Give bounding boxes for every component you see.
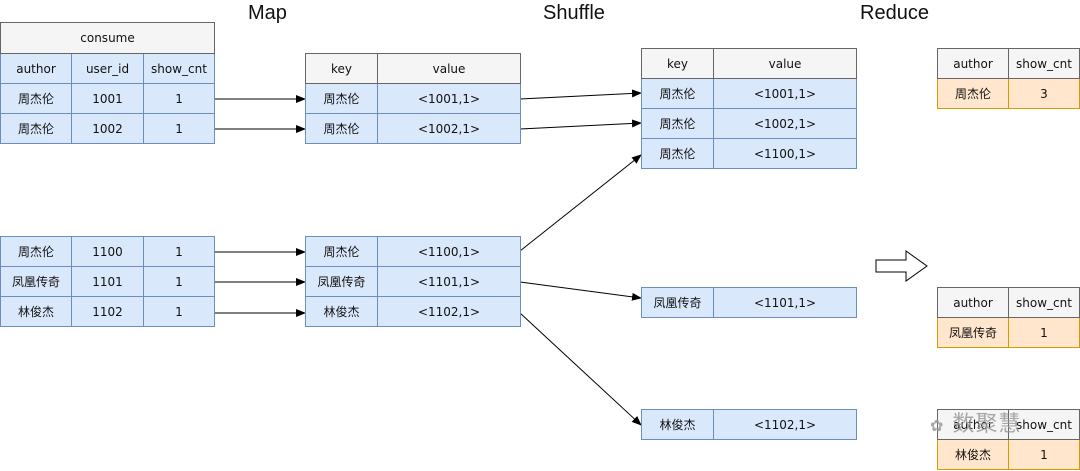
watermark-text: 数聚慧 (952, 412, 1022, 437)
cell: 1 (142, 113, 216, 144)
column-header: key (305, 53, 378, 84)
cell: 1 (1008, 317, 1080, 348)
shuffle-table-top: key value 周杰伦 <1001,1> 周杰伦 <1002,1> 周杰伦 … (641, 48, 857, 169)
cell: <1101,1> (713, 287, 857, 318)
cell: 周杰伦 (641, 138, 714, 169)
cell: 1100 (71, 236, 144, 267)
cell: 凤凰传奇 (305, 266, 378, 297)
cell: <1100,1> (377, 236, 521, 267)
cell: 1 (143, 266, 215, 297)
reduce-table-2: author show_cnt 凤凰传奇 1 (937, 287, 1080, 348)
column-header: value (713, 48, 857, 79)
table-row: 周杰伦 <1001,1> (305, 83, 521, 114)
cell: 3 (1008, 78, 1080, 109)
consume-table-bottom: 周杰伦 1100 1 凤凰传奇 1101 1 林俊杰 1102 1 (0, 236, 215, 327)
cell: 周杰伦 (305, 236, 378, 267)
arrow-map-shuffle-1 (519, 89, 642, 100)
reduce-table-3: author show_cnt 林俊杰 1 (937, 409, 1080, 470)
cell: 1002 (71, 113, 144, 144)
column-header: show_cnt (1008, 48, 1080, 79)
table-row: 周杰伦 1001 1 (0, 83, 216, 114)
wechat-icon: ✿ (930, 416, 945, 435)
table-row: 周杰伦 <1002,1> (305, 113, 521, 144)
cell: 1 (143, 236, 215, 267)
arrow-map-shuffle-5 (519, 312, 642, 426)
cell: <1102,1> (377, 296, 521, 327)
cell: 周杰伦 (937, 78, 1009, 109)
cell: 凤凰传奇 (0, 266, 72, 297)
cell: <1100,1> (713, 138, 857, 169)
cell: <1002,1> (377, 113, 521, 144)
column-header: key (641, 48, 714, 79)
cell: 林俊杰 (641, 409, 714, 440)
reduce-table-1: author show_cnt 周杰伦 3 (937, 48, 1080, 109)
cell: 1001 (71, 83, 144, 114)
table-row: 凤凰传奇 1 (937, 317, 1080, 348)
phase-map-label: Map (248, 2, 287, 24)
cell: 周杰伦 (0, 113, 72, 144)
cell: 1101 (71, 266, 144, 297)
cell: 林俊杰 (0, 296, 72, 327)
column-header: show_cnt (1008, 409, 1080, 440)
consume-table-title: consume (0, 22, 216, 54)
table-row: 林俊杰 <1102,1> (305, 296, 521, 327)
column-header: user_id (71, 53, 144, 84)
table-row: 周杰伦 <1001,1> (641, 78, 857, 109)
watermark: ✿ 数聚慧 (930, 406, 1021, 438)
cell: 周杰伦 (0, 83, 72, 114)
cell: 林俊杰 (937, 439, 1009, 470)
cell: 周杰伦 (641, 78, 714, 109)
cell: 1 (142, 83, 216, 114)
table-row: 凤凰传奇 <1101,1> (641, 287, 857, 318)
table-row: 周杰伦 1100 1 (0, 236, 215, 267)
consume-table-top: consume author user_id show_cnt 周杰伦 1001… (0, 22, 216, 144)
cell: <1001,1> (713, 78, 857, 109)
map-table-bottom: 周杰伦 <1100,1> 凤凰传奇 <1101,1> 林俊杰 <1102,1> (305, 236, 521, 327)
arrow-map-shuffle-3 (519, 154, 642, 252)
table-row: 周杰伦 3 (937, 78, 1080, 109)
shuffle-table-bottom: 林俊杰 <1102,1> (641, 409, 857, 440)
column-header: show_cnt (142, 53, 216, 84)
cell: 凤凰传奇 (641, 287, 714, 318)
map-table-top: key value 周杰伦 <1001,1> 周杰伦 <1002,1> (305, 53, 521, 144)
cell: 1102 (71, 296, 144, 327)
column-header: author (937, 287, 1009, 318)
column-header: author (937, 48, 1009, 79)
cell: 周杰伦 (305, 113, 378, 144)
table-row: 周杰伦 <1100,1> (641, 138, 857, 169)
table-row: 凤凰传奇 <1101,1> (305, 266, 521, 297)
arrow-map-shuffle-4 (519, 281, 642, 301)
table-row: 林俊杰 1 (937, 439, 1080, 470)
cell: <1102,1> (713, 409, 857, 440)
cell: 周杰伦 (0, 236, 72, 267)
table-row: 周杰伦 1002 1 (0, 113, 216, 144)
cell: <1001,1> (377, 83, 521, 114)
cell: 林俊杰 (305, 296, 378, 327)
phase-shuffle-label: Shuffle (543, 2, 605, 24)
arrow-map-shuffle-2 (519, 119, 642, 130)
cell: 1 (143, 296, 215, 327)
cell: 1 (1008, 439, 1080, 470)
column-header: author (937, 409, 1009, 440)
hollow-arrow-reduce (875, 250, 928, 282)
cell: 周杰伦 (305, 83, 378, 114)
table-row: 周杰伦 <1100,1> (305, 236, 521, 267)
column-header: value (377, 53, 521, 84)
table-row: 周杰伦 <1002,1> (641, 108, 857, 139)
phase-reduce-label: Reduce (860, 2, 929, 24)
cell: <1101,1> (377, 266, 521, 297)
shuffle-table-middle: 凤凰传奇 <1101,1> (641, 287, 857, 318)
column-header: show_cnt (1008, 287, 1080, 318)
cell: 凤凰传奇 (937, 317, 1009, 348)
cell: 周杰伦 (641, 108, 714, 139)
column-header: author (0, 53, 72, 84)
table-row: 凤凰传奇 1101 1 (0, 266, 215, 297)
table-row: 林俊杰 <1102,1> (641, 409, 857, 440)
table-row: 林俊杰 1102 1 (0, 296, 215, 327)
cell: <1002,1> (713, 108, 857, 139)
